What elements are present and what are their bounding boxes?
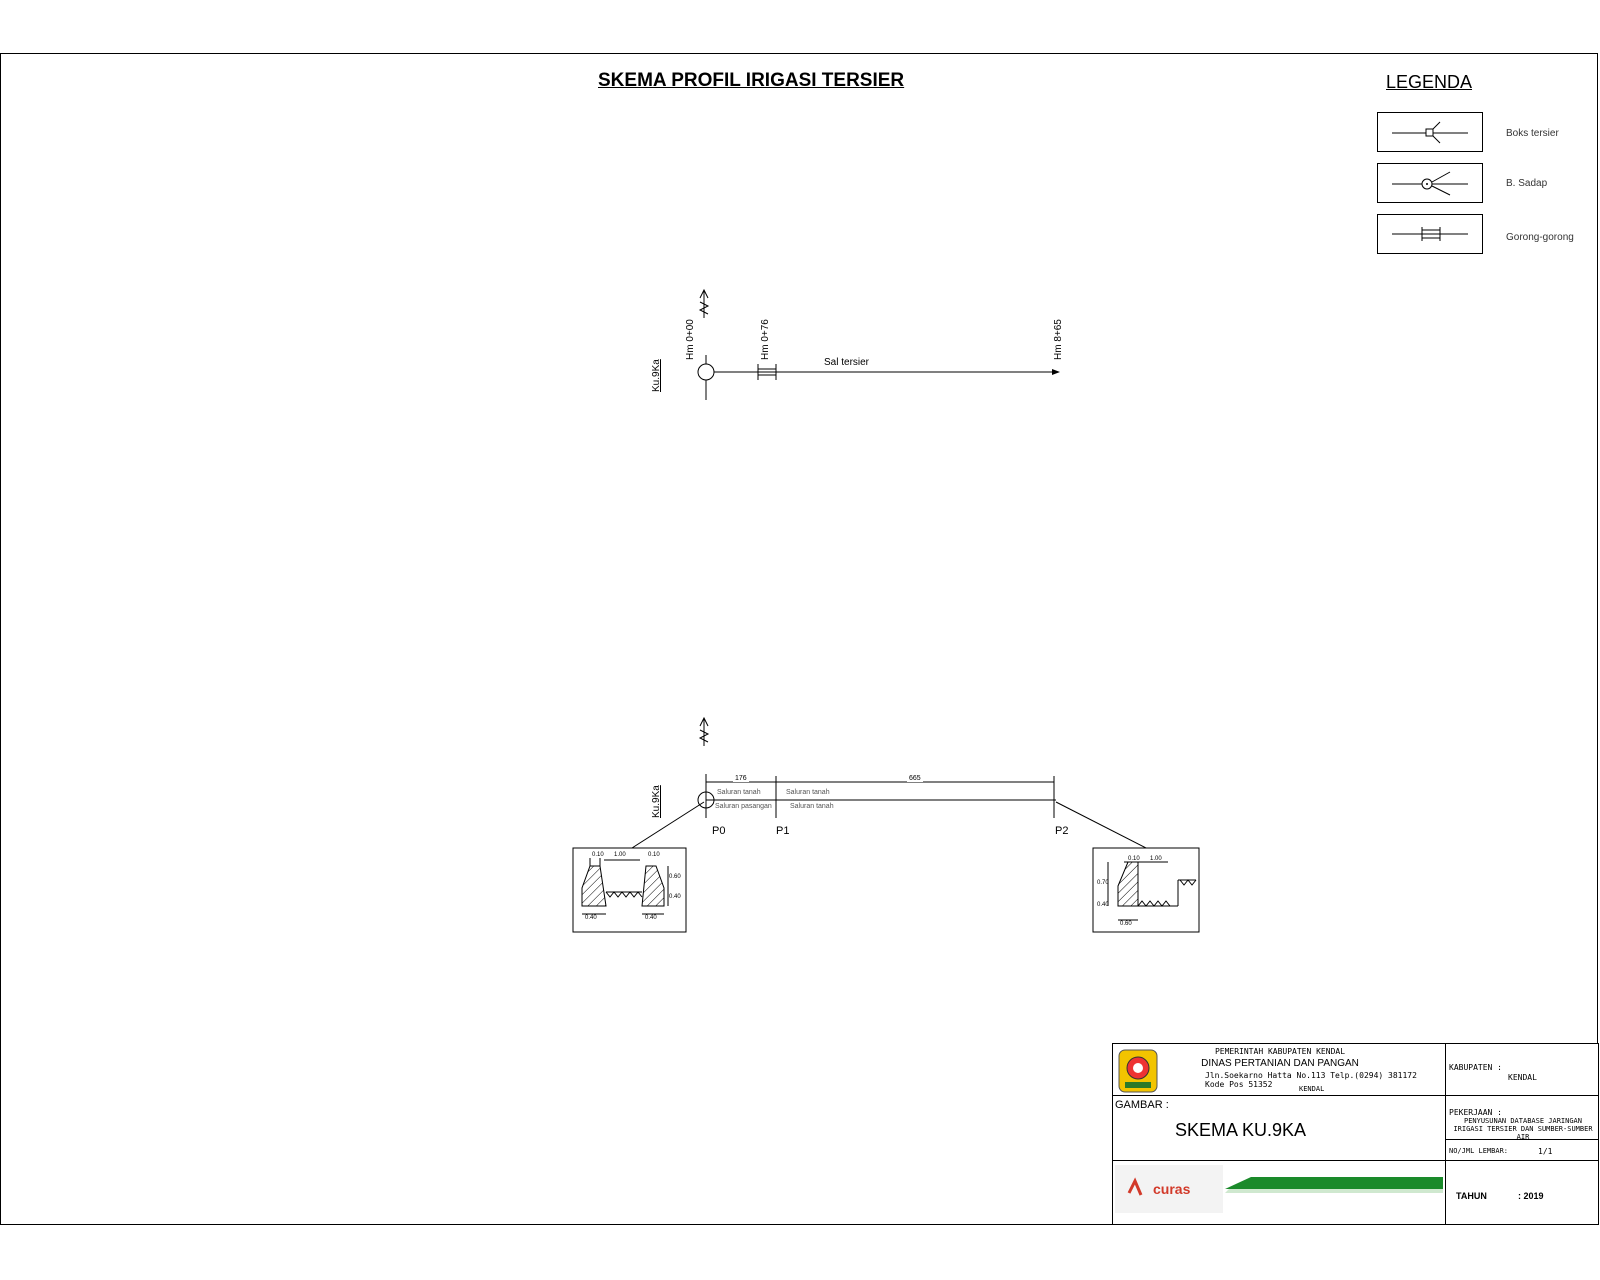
legend-box-sadap [1377,163,1483,203]
distance-label-1: 176 [733,775,749,782]
legend-box-culvert [1377,214,1483,254]
distance-label-2: 665 [907,775,923,782]
sec-left-dim-5: 0.40 [669,894,681,900]
tb-gov: PEMERINTAH KABUPATEN KENDAL [1214,1047,1346,1056]
tb-gambar-value: SKEMA KU.9KA [1175,1120,1307,1140]
title-block: PEMERINTAH KABUPATEN KENDAL DINAS PERTAN… [1112,1043,1599,1225]
north-arrow-top [698,288,710,318]
tb-tahun-cell: TAHUN : 2019 [1445,1160,1599,1225]
tb-logo-cell: curas [1112,1160,1446,1225]
schema-channel-label: Ku.9Ka [651,359,662,392]
sec-right-dim-2: 1.00 [1150,856,1162,862]
tb-lembar-cell: NO/JML LEMBAR: 1/1 [1445,1139,1599,1161]
sec-left-dim-1: 0.10 [592,852,604,858]
tb-address: Jln.Soekarno Hatta No.113 Telp.(0294) 38… [1205,1071,1417,1080]
sec-left-dim-2: 1.00 [614,852,626,858]
leader-right [1055,801,1147,849]
tb-gambar-cell: GAMBAR : SKEMA KU.9KA [1112,1095,1446,1161]
sec-left-dim-3: 0.10 [648,852,660,858]
segment-label: Sal tersier [824,357,870,368]
segment2-top-label: Saluran tanah [786,789,830,796]
cross-section-right [1092,847,1200,933]
cross-section-left [572,847,687,933]
tb-kabupaten-label: KABUPATEN : [1449,1063,1502,1072]
page-title: SKEMA PROFIL IRIGASI TERSIER [598,70,905,91]
legend-label-box-tersier: Boks tersier [1506,128,1559,139]
sec-left-dim-6: 0.40 [585,915,597,921]
station-label-culvert: Hm 0+76 [760,319,771,360]
point-label-p2: P2 [1055,825,1069,837]
sec-right-dim-1: 0.10 [1128,856,1140,862]
point-label-p1: P1 [776,825,790,837]
station-label-end: Hm 8+65 [1053,319,1064,360]
kendal-emblem-icon [1118,1049,1158,1093]
tb-pekerjaan-label: PEKERJAAN : [1449,1108,1502,1117]
sec-right-dim-5: 0.60 [1120,921,1132,927]
tb-header-cell: PEMERINTAH KABUPATEN KENDAL DINAS PERTAN… [1112,1043,1446,1096]
tb-postal: Kode Pos 51352 [1205,1080,1273,1089]
segment1-top-label: Saluran tanah [717,789,761,796]
culvert-icon [1392,227,1468,241]
station-label-start: Hm 0+00 [685,319,696,360]
tb-gambar-label: GAMBAR : [1115,1099,1169,1111]
profile-sadap-icon [697,791,715,809]
point-label-p0: P0 [712,825,726,837]
segment2-bottom-label: Saluran tanah [790,803,834,810]
consultant-logo [1115,1165,1443,1213]
leader-left [631,801,705,849]
schema-arrow-head [1052,369,1060,375]
legend-label-culvert: Gorong-gorong [1506,232,1574,243]
bangunan-sadap-icon [1392,171,1468,196]
sec-right-dim-3: 0.70 [1097,880,1109,886]
tb-lembar-label: NO/JML LEMBAR: [1449,1147,1509,1155]
legend-title: LEGENDA [1386,72,1473,92]
box-tersier-icon [1392,121,1468,144]
north-arrow-bottom [698,716,710,746]
drawing-sheet [0,53,1598,1225]
sec-right-dim-4: 0.40 [1097,902,1109,908]
sec-left-dim-7: 0.40 [645,915,657,921]
tb-pekerjaan-cell: PEKERJAAN : PENYUSUNAN DATABASE JARINGAN… [1445,1095,1599,1141]
legend-box-tersier [1377,112,1483,152]
sec-left-dim-4: 0.60 [669,874,681,880]
tb-kabupaten-cell: KABUPATEN : KENDAL [1445,1043,1599,1096]
legend-label-sadap: B. Sadap [1506,178,1548,189]
consultant-logo-text: curas [1153,1181,1191,1197]
tb-kabupaten-value: KENDAL [1508,1073,1537,1082]
tb-tahun-value: : 2019 [1518,1191,1544,1201]
tb-lembar-value: 1/1 [1538,1147,1553,1156]
tb-dept: DINAS PERTANIAN DAN PANGAN [1201,1058,1359,1069]
culvert-symbol-icon [757,364,777,380]
tb-tahun-label: TAHUN [1456,1191,1487,1201]
sadap-symbol-icon [697,363,715,381]
segment1-bottom-label: Saluran pasangan [715,803,772,810]
profile-channel-label: Ku.9Ka [651,785,662,818]
tb-pekerjaan-value: PENYUSUNAN DATABASE JARINGAN IRIGASI TER… [1453,1117,1593,1141]
tb-city: KENDAL [1299,1085,1325,1093]
